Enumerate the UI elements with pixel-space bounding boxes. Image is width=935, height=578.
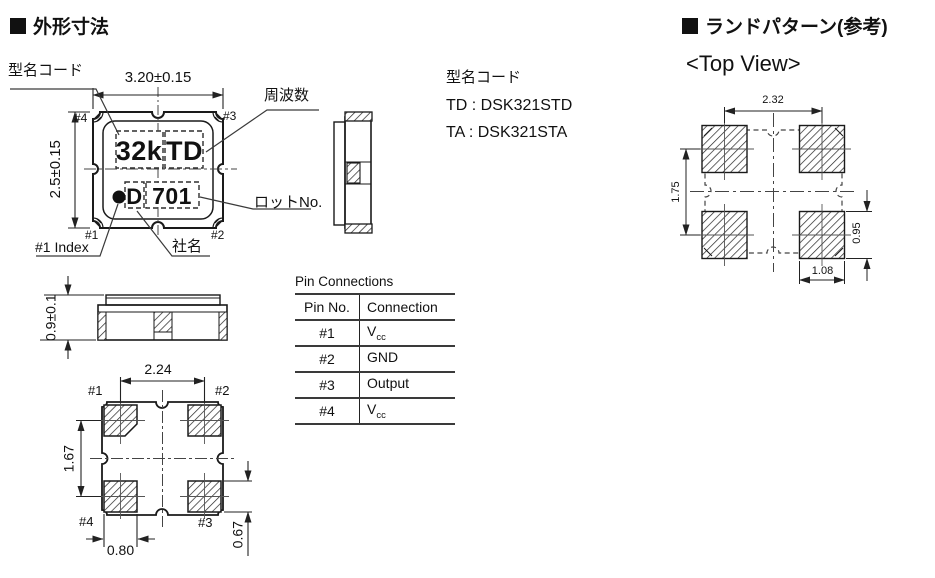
land-dim-pitch-x: 2.32 [762,94,784,106]
marking-model-code: TD [166,136,203,166]
pin-connections: Pin Connections Pin No. Connection #1 Vc… [295,274,455,425]
pin-table: Pin No. Connection #1 Vcc #2 GND #3 Outp… [295,293,455,425]
pin-connection: Vcc [360,323,455,343]
front-center-stems [153,332,173,340]
callout-pin1-index: #1 Index [35,239,89,255]
pin-table-title: Pin Connections [295,274,394,289]
outline-section-title-text: 外形寸法 [33,17,110,38]
callout-model-code: 型名コード [8,62,84,79]
leader-lot-no [199,196,311,210]
connection-text: Output [367,375,410,392]
legend-title: 型名コード [446,69,522,86]
front-view-drawing [40,276,228,359]
pin-number: #1 [295,321,360,345]
bottom-pin-label-1: #1 [88,383,103,398]
pin1-index-dot [112,190,126,204]
land-dim-pad-height: 0.95 [850,222,863,244]
section-marker-icon [682,17,698,34]
corner-hatch-ticks [94,113,222,227]
marking-box-frequency [115,130,164,169]
land-top-view-label: <Top View> [686,51,801,76]
land-dim-pitch-y: 1.75 [669,181,682,203]
connection-text: V [367,401,377,418]
bottom-pin-label-2: #2 [215,383,230,398]
pin-table-row-2: #2 GND [295,347,455,373]
pin-number: #4 [295,399,360,423]
dim-label-height: 2.5±0.15 [46,140,64,199]
pin-label-2: #2 [211,228,225,242]
pin-table-row-3: #3 Output [295,373,455,399]
pin-connection: GND [360,349,455,369]
land-dim-pad-width: 1.08 [811,265,834,277]
land-section-title: ランドパターン(参考) [682,12,888,39]
bottom-view-drawing [76,377,252,556]
dim-label-pad-pitch-x: 2.24 [144,361,172,377]
dim-label-pad-width: 0.80 [106,542,135,558]
package-outline [92,111,224,229]
leader-frequency [205,109,319,153]
dim-label-thickness: 0.9±0.1 [42,294,59,342]
marking-index-char: D [126,184,143,209]
pin-label-4: #4 [74,111,88,125]
dim-label-width: 3.20±0.15 [124,69,192,86]
side-seam-lines [345,161,371,185]
marking-box-model [164,130,204,169]
pin-label-3: #3 [223,109,237,123]
pin-table-row-4: #4 Vcc [295,399,455,423]
leader-pin1-index [36,203,119,257]
bottom-pin-label-3: #3 [198,515,213,530]
callout-company: 社名 [172,238,203,255]
dim-label-pad-pitch-y: 1.67 [60,445,77,473]
outline-section-title: 外形寸法 [10,12,109,39]
front-left-terminal [97,311,107,341]
top-view-drawing [10,87,319,257]
pin-connection: Vcc [360,401,455,421]
package-lid-outline [102,120,214,220]
side-top-pad [344,111,373,122]
pin-connection: Output [360,375,455,395]
side-crystal-seal [346,162,361,184]
leader-model-code [10,88,120,136]
dim-080-extensions [103,514,138,547]
pin-table-row-1: #1 Vcc [295,321,455,347]
pin-number: #3 [295,373,360,397]
front-right-terminal [218,311,228,341]
land-pattern-drawing [680,107,872,284]
pin-table-col-pin: Pin No. [295,295,360,319]
pin-table-col-conn: Connection [367,299,438,315]
pin-number: #2 [295,347,360,371]
land-section-title-text: ランドパターン(参考) [705,17,888,38]
connection-text: V [367,323,377,340]
marking-box-lot [145,181,200,209]
section-marker-icon [10,17,26,34]
connection-text: GND [367,349,399,366]
side-lid-plate [333,121,346,226]
pin-label-1: #1 [85,228,99,242]
connection-subscript: cc [376,409,386,421]
legend-td-line: TD : DSK321STD [446,97,573,114]
front-center-seal [153,311,173,333]
legend-ta-line: TA : DSK321STA [446,124,568,141]
dim-label-pad-height: 0.67 [229,521,246,549]
land-pad-center-marks [695,118,851,266]
land-pad-chamfers [703,127,844,257]
side-view-drawing [333,111,373,234]
callout-lot-no: ロットNo. [254,194,323,211]
callout-frequency: 周波数 [264,87,310,104]
bottom-pad-center-marks [96,398,229,519]
leader-company [136,210,210,257]
marking-lot: 701 [152,183,192,209]
front-lid [105,294,221,306]
marking-frequency-code: 32k [115,136,163,166]
dim-height-extensions [68,111,90,229]
corner-castellation-arcs [92,111,224,229]
connection-subscript: cc [376,331,386,343]
bottom-pin-label-4: #4 [79,514,94,529]
pin-table-header-row: Pin No. Connection [295,295,455,321]
side-bottom-pad [344,223,373,234]
